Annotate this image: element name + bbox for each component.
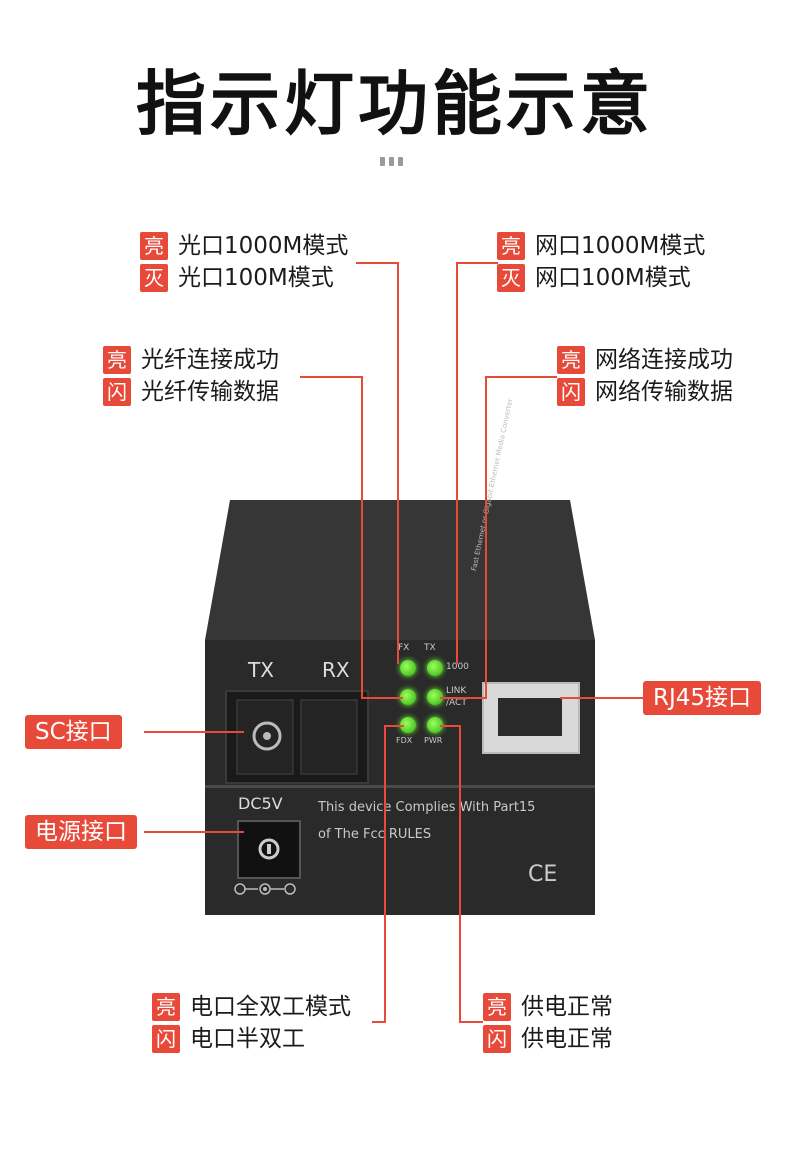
callout-text: 电口半双工	[190, 1026, 305, 1052]
connector-line	[144, 831, 244, 833]
tag-on: 亮	[497, 232, 525, 260]
sc-port-label: SC接口	[25, 715, 122, 749]
led-fdx	[400, 717, 416, 733]
device-divider	[205, 785, 595, 788]
connector-line	[440, 725, 461, 727]
led-act-label: /ACT	[446, 698, 467, 708]
connector-line	[356, 262, 398, 264]
led-link-label: LINK	[446, 686, 467, 696]
tag-blink: 闪	[103, 378, 131, 406]
tag-on: 亮	[140, 232, 168, 260]
compliance-line-1: This device Complies With Part15	[318, 800, 536, 815]
led-pwr-label: PWR	[424, 736, 443, 745]
callout-text: 电口全双工模式	[190, 994, 351, 1020]
callout-fdx: 亮电口全双工模式 闪电口半双工	[152, 991, 351, 1055]
led-tx-label: TX	[424, 643, 436, 653]
led-tp-link	[427, 689, 443, 705]
led-fx-label: FX	[398, 643, 410, 653]
rx-label: RX	[322, 658, 350, 682]
callout-text: 光纤连接成功	[141, 347, 279, 373]
callout-text: 供电正常	[521, 1026, 613, 1052]
callout-tx-speed: 亮网口1000M模式 灭网口100M模式	[497, 230, 705, 294]
callout-fx-link: 亮光纤连接成功 闪光纤传输数据	[103, 344, 279, 408]
led-fx-link	[400, 689, 416, 705]
tag-blink: 闪	[152, 1025, 180, 1053]
tx-label: TX	[248, 658, 274, 682]
callout-text: 网络传输数据	[595, 379, 733, 405]
callout-text: 网口1000M模式	[535, 233, 706, 259]
dc-label: DC5V	[238, 794, 283, 813]
connector-line	[361, 376, 363, 698]
callout-text: 供电正常	[521, 994, 613, 1020]
polarity-icon	[234, 883, 296, 895]
connector-line	[384, 725, 386, 1023]
device-top	[205, 500, 595, 640]
connector-line	[459, 1021, 483, 1023]
callout-pwr: 亮供电正常 闪供电正常	[483, 991, 613, 1055]
connector-line	[440, 697, 487, 699]
connector-line	[144, 731, 244, 733]
callout-text: 光口1000M模式	[178, 233, 349, 259]
connector-line	[397, 262, 399, 664]
connector-line	[456, 262, 458, 664]
connector-line	[560, 697, 645, 699]
tag-off: 灭	[497, 264, 525, 292]
connector-line	[485, 376, 557, 378]
tag-on: 亮	[483, 993, 511, 1021]
page-title: 指示灯功能示意	[136, 63, 654, 145]
connector-line	[300, 376, 362, 378]
sc-port	[225, 690, 369, 784]
decorative-dots	[380, 151, 410, 166]
tag-blink: 闪	[557, 378, 585, 406]
connector-line	[459, 725, 461, 1023]
connector-line	[384, 725, 404, 727]
connector-line	[361, 697, 403, 699]
callout-text: 光纤传输数据	[141, 379, 279, 405]
tag-on: 亮	[557, 346, 585, 374]
led-fdx-label: FDX	[396, 736, 413, 745]
led-1000-label: 1000	[446, 662, 469, 672]
tag-off: 灭	[140, 264, 168, 292]
led-fx	[400, 660, 416, 676]
rj45-port-label: RJ45接口	[643, 681, 762, 715]
callout-text: 网络连接成功	[595, 347, 733, 373]
tag-blink: 闪	[483, 1025, 511, 1053]
callout-tp-link: 亮网络连接成功 闪网络传输数据	[557, 344, 733, 408]
rj45-port	[482, 682, 580, 754]
connector-line	[456, 262, 498, 264]
ce-mark: CE	[528, 862, 558, 887]
connector-line	[372, 1021, 386, 1023]
compliance-line-2: of The Fcc RULES	[318, 827, 432, 842]
led-pwr	[427, 717, 443, 733]
tag-on: 亮	[103, 346, 131, 374]
connector-line	[485, 376, 487, 698]
power-port-label: 电源接口	[25, 815, 137, 849]
callout-text: 网口100M模式	[535, 265, 691, 291]
tag-on: 亮	[152, 993, 180, 1021]
callout-fx-speed: 亮光口1000M模式 灭光口100M模式	[140, 230, 348, 294]
led-tx	[427, 660, 443, 676]
dc-jack	[237, 820, 301, 879]
callout-text: 光口100M模式	[178, 265, 334, 291]
